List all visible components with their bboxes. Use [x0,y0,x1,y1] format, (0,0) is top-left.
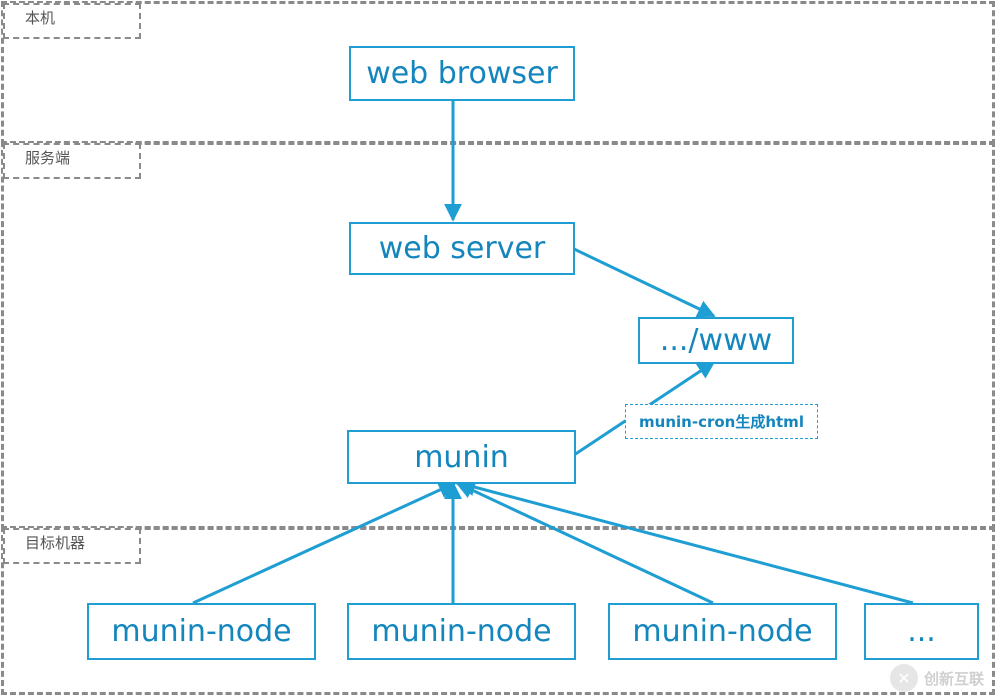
brand-logo-icon: ✕ [889,664,918,692]
node-munin-node-3: munin-node [608,603,837,660]
edge-node3-munin [455,481,714,605]
edge-label-cron: munin-cron生成html [625,404,818,439]
watermark: ✕ 创新互联 [889,664,984,692]
edge-server-www [573,247,716,318]
node-www: .../www [638,317,794,364]
node-more: ... [864,603,979,660]
node-munin-node-1: munin-node [87,603,316,660]
zone-server-label: 服务端 [3,143,141,179]
node-munin: munin [347,430,576,484]
watermark-text: 创新互联 [923,669,984,688]
zone-targets [1,526,995,695]
node-munin-node-2: munin-node [347,603,576,660]
edge-node1-munin [192,481,457,605]
node-web-server: web server [349,222,575,275]
zone-targets-label: 目标机器 [3,528,141,564]
node-web-browser: web browser [349,46,575,101]
edge-more-munin [457,478,914,605]
zone-local-label: 本机 [3,3,141,39]
